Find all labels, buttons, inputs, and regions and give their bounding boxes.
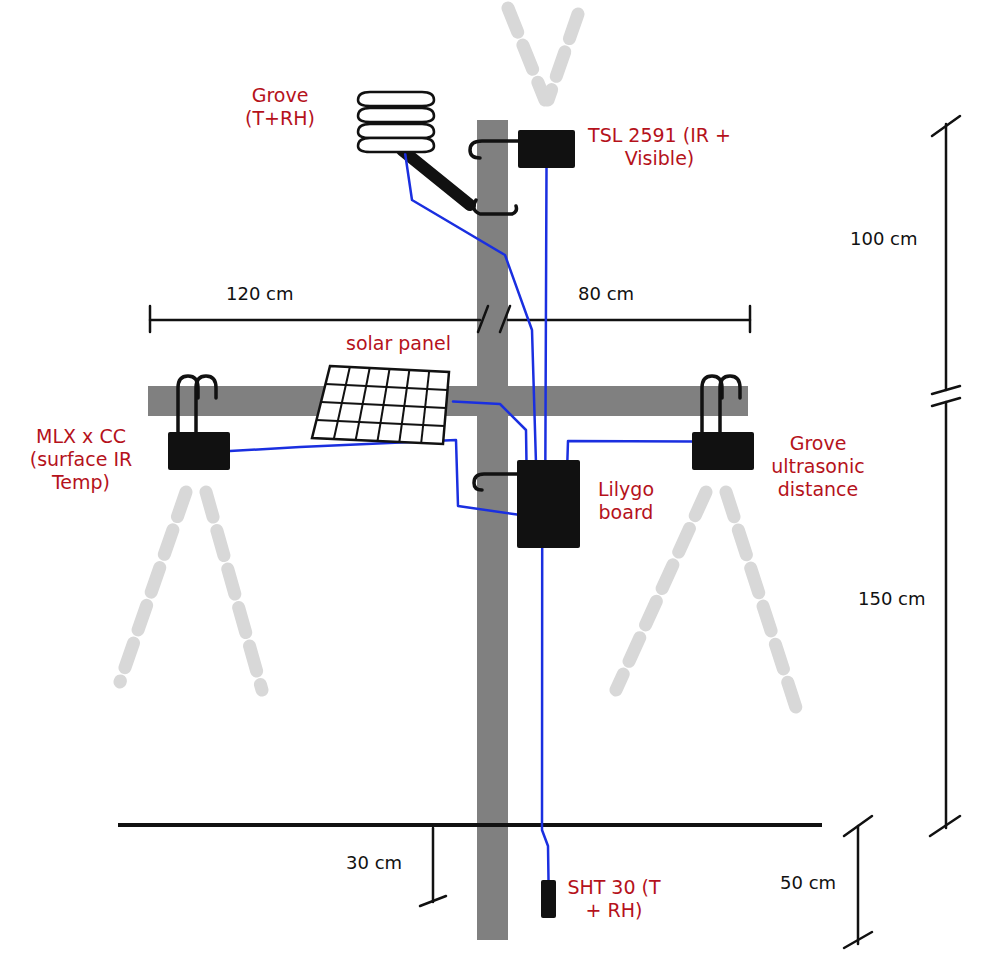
sensor-label: SHT 30 (T + RH)	[566, 876, 662, 922]
sensor-label: Grove ultrasonic distance	[758, 432, 878, 501]
shield-plates	[350, 82, 442, 154]
wire	[567, 441, 692, 460]
wire	[542, 548, 549, 880]
wire	[405, 154, 536, 460]
soil-sensor: SHT 30 (T + RH)	[541, 880, 556, 918]
sensor-label: Grove (T+RH)	[226, 84, 334, 130]
wire	[545, 168, 546, 460]
mounting-hooks	[178, 141, 740, 490]
radiation-shield: Grove (T+RH)	[350, 82, 442, 154]
panel-grid	[308, 362, 453, 450]
sensor-beams	[120, 8, 800, 720]
ground-line	[118, 823, 822, 827]
dimension-label: 80 cm	[578, 283, 634, 305]
ir-temp-sensor: MLX x CC (surface IR Temp)	[168, 432, 230, 470]
dimension-label: 30 cm	[346, 852, 402, 874]
dimension-label: 150 cm	[858, 588, 926, 610]
dimension-label: 50 cm	[780, 872, 836, 894]
dimension-label: 100 cm	[850, 228, 918, 250]
dimension-label: 120 cm	[226, 283, 294, 305]
ultrasonic-sensor: Grove ultrasonic distance	[692, 432, 754, 470]
dimension-lines	[150, 116, 960, 948]
sensor-label: MLX x CC (surface IR Temp)	[26, 425, 136, 494]
mounting-pole	[148, 120, 748, 940]
lilygo-board: Lilygo board	[517, 460, 580, 548]
sensor-label: Lilygo board	[586, 478, 666, 524]
wire	[230, 440, 517, 515]
wire	[453, 402, 526, 460]
sensor-label: TSL 2591 (IR + Visible)	[582, 124, 737, 170]
light-sensor: TSL 2591 (IR + Visible)	[518, 130, 575, 168]
solar-panel: solar panel	[308, 362, 453, 450]
sensor-label: solar panel	[326, 332, 471, 355]
